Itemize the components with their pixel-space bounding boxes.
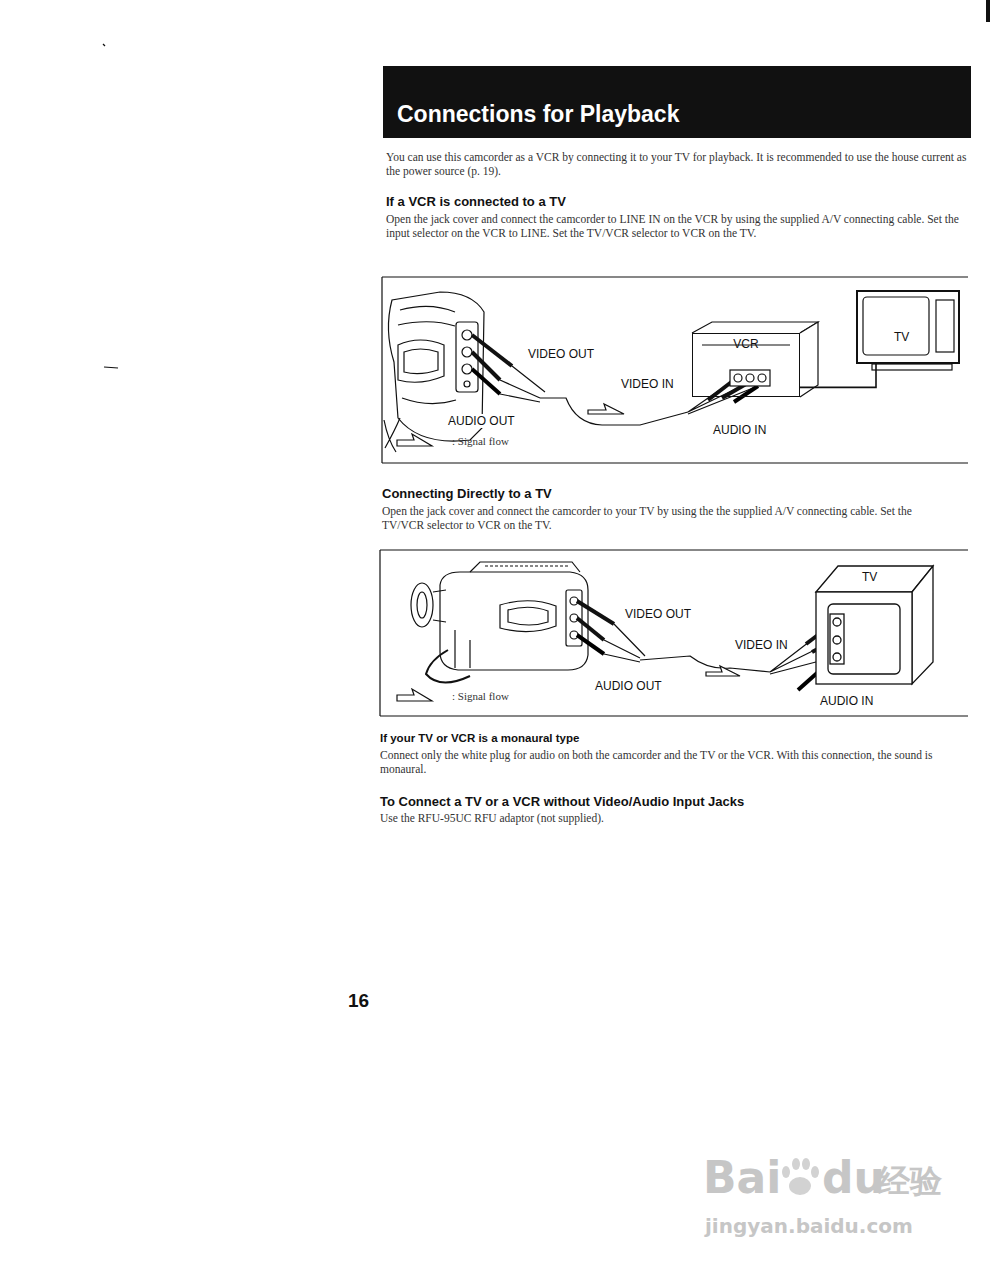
note-heading: If your TV or VCR is a monaural type: [380, 732, 579, 744]
jack-label: VIDEO OUT: [623, 607, 693, 621]
body-text: Open the jack cover and connect the camc…: [382, 504, 942, 532]
jack-label: VIDEO IN: [619, 377, 676, 391]
tv-box: TV: [856, 290, 960, 364]
body-text: Use the RFU-95UC RFU adaptor (not suppli…: [380, 811, 960, 825]
tv-box: TV: [812, 562, 937, 688]
jack-label: VIDEO OUT: [526, 347, 596, 361]
legend-text: : Signal flow: [452, 690, 509, 702]
section-heading: Connecting Directly to a TV: [382, 486, 552, 501]
vcr-box: VCR: [692, 333, 800, 397]
page-number: 16: [348, 990, 369, 1012]
jack-label: AUDIO IN: [818, 694, 875, 708]
watermark: jingyan.baidu.com: [705, 1214, 913, 1238]
intro-text: You can use this camcorder as a VCR by c…: [386, 150, 978, 178]
jack-label: VIDEO IN: [733, 638, 790, 652]
legend-text: : Signal flow: [452, 435, 509, 447]
jack-label: AUDIO OUT: [446, 414, 517, 428]
jack-label: AUDIO IN: [711, 423, 768, 437]
watermark: Bai: [703, 1152, 781, 1203]
note-text: Connect only the white plug for audio on…: [380, 748, 960, 776]
watermark: 经验: [878, 1160, 942, 1204]
section-heading: To Connect a TV or a VCR without Video/A…: [380, 794, 744, 809]
section-heading: If a VCR is connected to a TV: [386, 194, 566, 209]
jack-label: AUDIO OUT: [593, 679, 664, 693]
watermark: du: [822, 1152, 885, 1203]
node-label: TV: [894, 330, 958, 344]
cable-line: [800, 364, 876, 387]
page-title: Connections for Playback: [397, 101, 679, 128]
node-label: VCR: [693, 337, 799, 351]
node-label: TV: [862, 570, 937, 584]
body-text: Open the jack cover and connect the camc…: [386, 212, 978, 240]
